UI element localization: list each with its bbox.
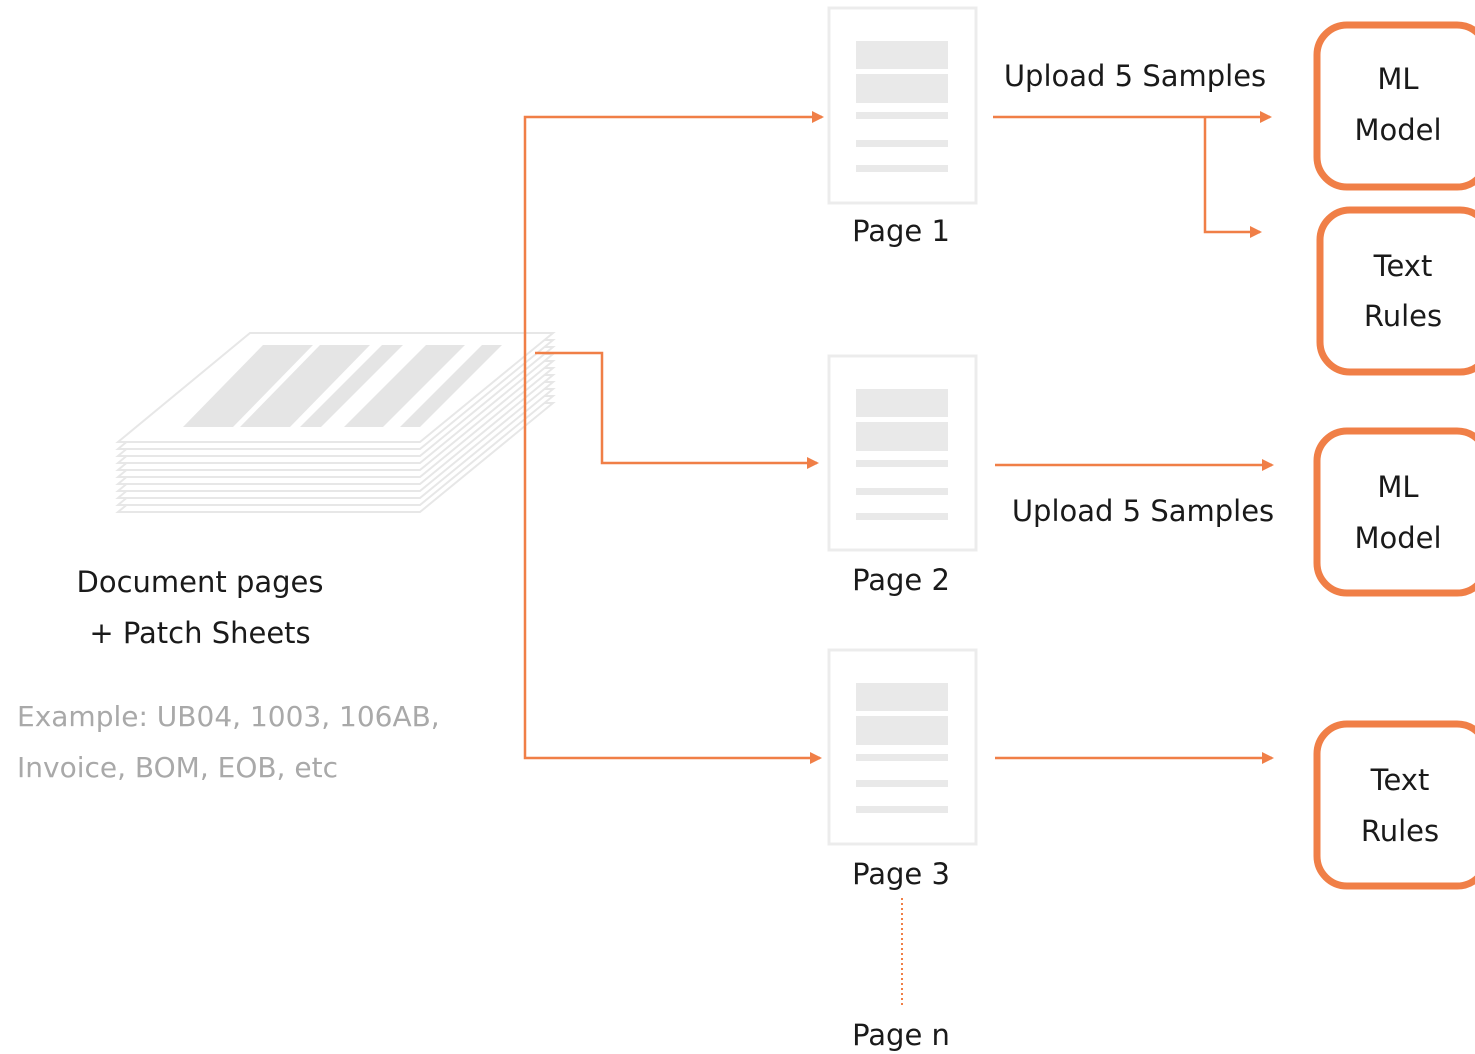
target-3-line1: ML (1377, 470, 1418, 504)
source-example-line1: Example: UB04, 1003, 106AB, (17, 700, 440, 733)
target-box-ml-model-1 (1313, 21, 1475, 191)
target-box-text-rules-2 (1313, 720, 1475, 890)
page-3-thumbnail (827, 648, 978, 846)
page-1-thumbnail (827, 6, 978, 205)
labels: Document pages + Patch Sheets Example: U… (17, 59, 1442, 1052)
target-1-line1: ML (1377, 62, 1418, 96)
target-boxes (1313, 21, 1475, 890)
page-1-upload-label: Upload 5 Samples (1004, 59, 1266, 93)
page-1-label: Page 1 (852, 214, 950, 248)
target-2-line2: Rules (1364, 299, 1442, 333)
source-example-line2: Invoice, BOM, EOB, etc (17, 751, 338, 784)
page-3-label: Page 3 (852, 857, 950, 891)
document-stack-icon (115, 332, 556, 513)
connector-to-page-3 (523, 340, 822, 764)
page-2-label: Page 2 (852, 563, 950, 597)
stack-connectors (523, 111, 824, 764)
target-4-line1: Text (1370, 763, 1430, 797)
connector-to-page-1 (523, 111, 824, 340)
page-n-label: Page n (852, 1018, 950, 1052)
page-connectors (901, 111, 1274, 1005)
page-2-upload-label: Upload 5 Samples (1012, 494, 1274, 528)
target-box-text-rules-1 (1316, 206, 1475, 376)
source-title-line2: + Patch Sheets (89, 616, 310, 650)
target-box-ml-model-2 (1313, 427, 1475, 597)
connector-page-1-to-text-rules (1203, 117, 1262, 238)
page-2-thumbnail (827, 354, 978, 552)
target-1-line2: Model (1354, 113, 1441, 147)
target-4-line2: Rules (1361, 814, 1439, 848)
source-title-line1: Document pages (77, 565, 324, 599)
connector-to-page-2 (535, 351, 819, 469)
target-3-line2: Model (1354, 521, 1441, 555)
target-2-line1: Text (1373, 249, 1433, 283)
